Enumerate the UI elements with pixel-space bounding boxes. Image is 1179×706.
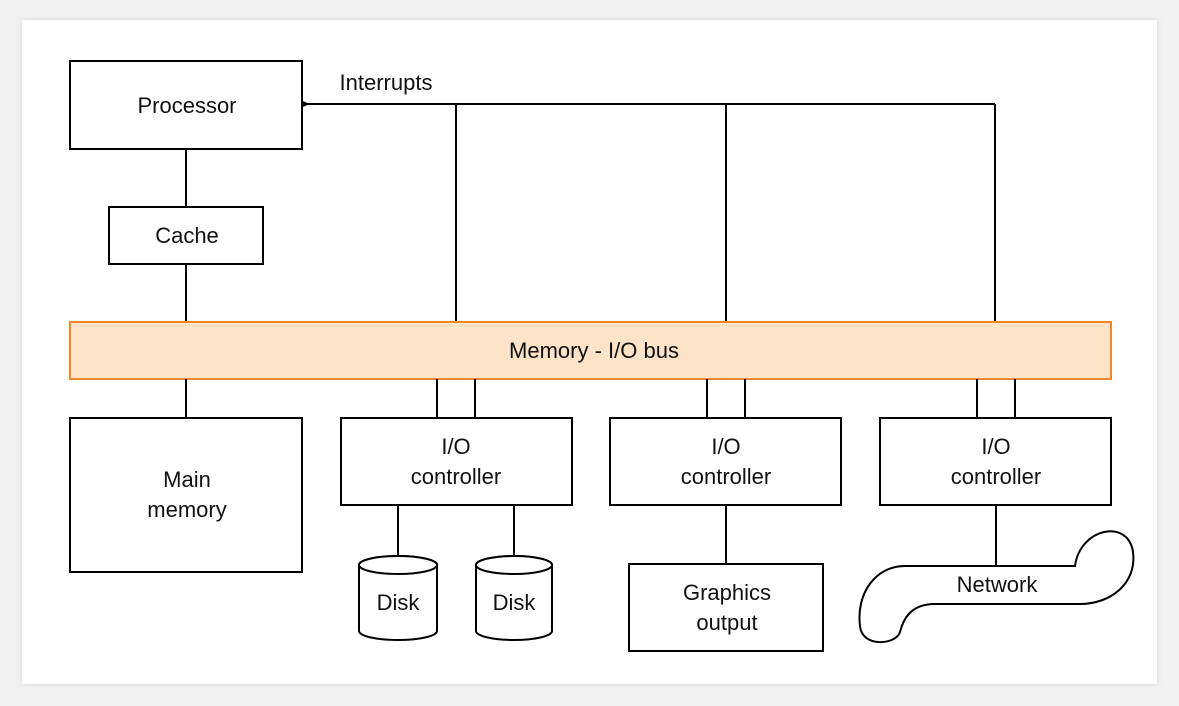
io-controller-2-label-line2: controller xyxy=(681,464,771,489)
main-memory-label-line1: Main xyxy=(163,467,211,492)
memory-io-bus xyxy=(69,321,1112,380)
network-label: Network xyxy=(957,572,1039,597)
graphics-output-label-line1: Graphics xyxy=(683,580,771,605)
interrupts-label: Interrupts xyxy=(340,70,433,95)
main-memory-label-line2: memory xyxy=(147,497,226,522)
io-controller-2-label-line1: I/O xyxy=(711,434,740,459)
io-controller-3-box xyxy=(879,417,1112,506)
interrupt-lines xyxy=(298,99,996,322)
graphics-output-label-line2: output xyxy=(696,610,757,635)
disk-1-label: Disk xyxy=(377,590,421,615)
io-controller-3-label-line1: I/O xyxy=(981,434,1010,459)
graphics-output-box xyxy=(628,563,824,652)
io-controller-1-label-line2: controller xyxy=(411,464,501,489)
processor-box xyxy=(69,60,303,150)
disk-2 xyxy=(475,555,553,641)
io-controller-3-label-line2: controller xyxy=(951,464,1041,489)
main-memory-box xyxy=(69,417,303,573)
bus-label: Memory - I/O bus xyxy=(509,338,679,363)
cache-label: Cache xyxy=(155,223,219,248)
disk-1 xyxy=(358,555,438,641)
processor-label: Processor xyxy=(137,93,236,118)
network-cable xyxy=(858,530,1135,644)
io-controller-1-label-line1: I/O xyxy=(441,434,470,459)
io-controller-2-box xyxy=(609,417,842,506)
disk-2-label: Disk xyxy=(493,590,537,615)
cache-box xyxy=(108,206,264,265)
io-controller-1-box xyxy=(340,417,573,506)
